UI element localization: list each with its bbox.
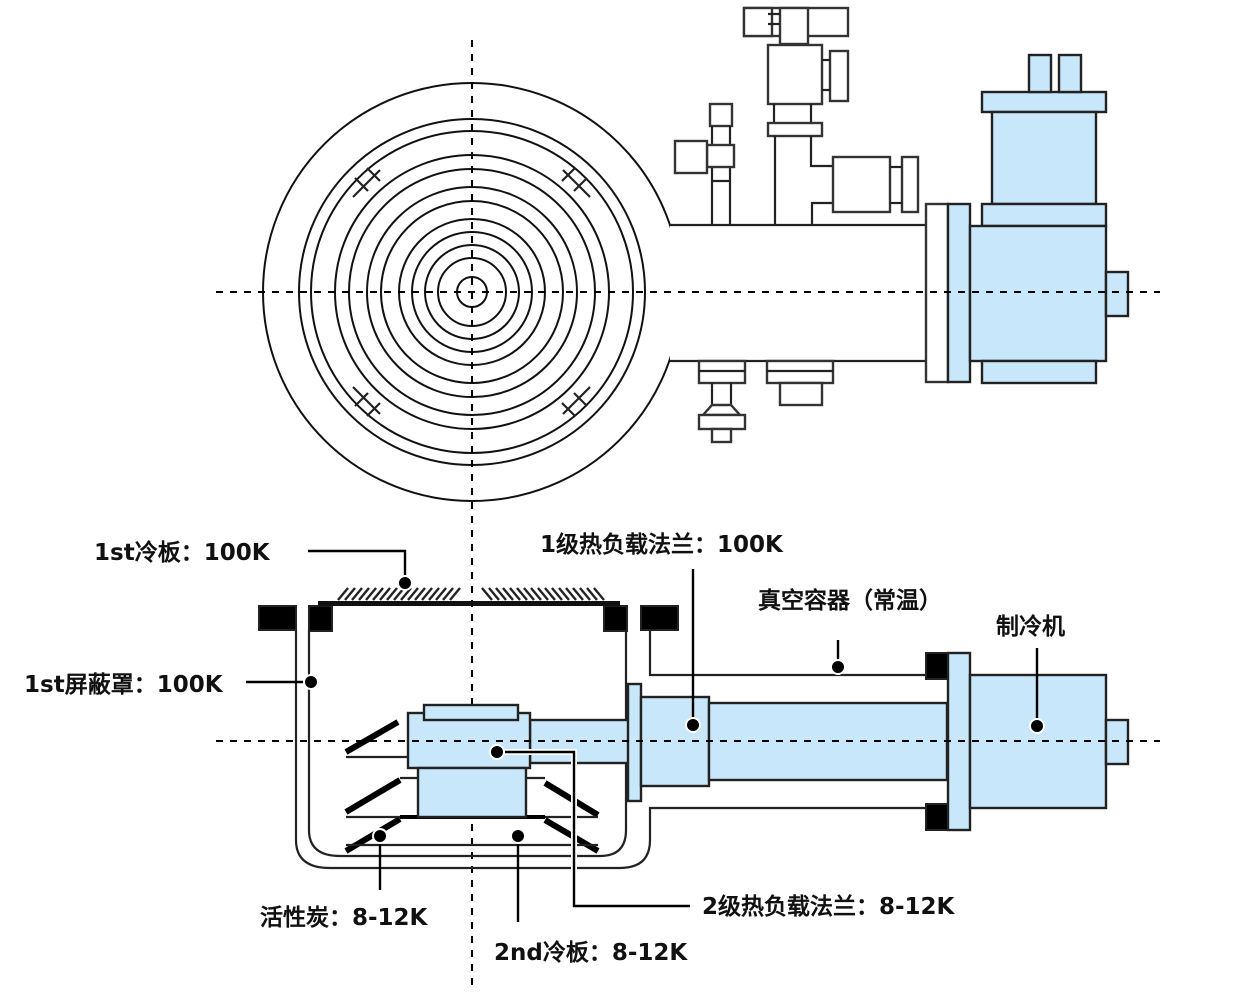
hatch-line xyxy=(523,587,535,601)
hatch-line xyxy=(502,587,514,601)
valve-bottom-left xyxy=(697,359,747,444)
first-shield-wall xyxy=(307,630,628,858)
vacuum-vessel-wall xyxy=(294,630,926,870)
hatch-line xyxy=(379,587,391,601)
hatch-line xyxy=(442,587,454,601)
hatch-line xyxy=(358,587,370,601)
hatch-line xyxy=(435,587,447,601)
hatch-line xyxy=(516,587,528,601)
hatch-line xyxy=(572,587,584,601)
section-view xyxy=(216,587,1160,870)
marker-activated-carbon xyxy=(372,828,388,844)
hatch-line xyxy=(337,587,349,601)
hatch-line xyxy=(449,587,461,601)
marker-vacuum-vessel xyxy=(830,659,846,675)
valve-right xyxy=(831,155,920,214)
hatch-line xyxy=(530,587,542,601)
hatch-line xyxy=(544,587,556,601)
hatch-line xyxy=(344,587,356,601)
marker-first-stage-flange xyxy=(685,717,701,733)
marker-first-cold-plate xyxy=(397,575,413,591)
hatch-line xyxy=(495,587,507,601)
hatch-line xyxy=(421,587,433,601)
marker-second-stage-flange xyxy=(489,744,505,760)
hatch-line xyxy=(509,587,521,601)
marker-refrigerator xyxy=(1029,718,1045,734)
hatch-line xyxy=(414,587,426,601)
label-first-shield: 1st屏蔽罩：100K xyxy=(24,672,224,698)
ring-spacers xyxy=(352,167,591,417)
hatch-line xyxy=(558,587,570,601)
label-activated-carbon: 活性炭：8-12K xyxy=(260,905,429,931)
label-first-stage-flange: 1级热负载法兰：100K xyxy=(540,531,784,558)
hatch-line xyxy=(407,587,419,601)
leader-first-cold-plate xyxy=(308,549,407,583)
label-refrigerator: 制冷机 xyxy=(996,613,1065,640)
leader-lines xyxy=(246,549,1045,922)
valve-bottom-right xyxy=(765,359,835,407)
cold-head-top-view xyxy=(924,53,1130,385)
marker-second-cold-plate xyxy=(510,828,526,844)
valve-solenoid xyxy=(742,6,850,225)
hatch-line xyxy=(372,587,384,601)
top-view xyxy=(216,6,1160,502)
label-second-cold-plate: 2nd冷板：8-12K xyxy=(494,939,688,966)
hatch-line xyxy=(481,587,493,601)
label-first-cold-plate: 1st冷板：100K xyxy=(94,539,271,566)
label-second-stage-flange: 2级热负载法兰：8-12K xyxy=(702,893,956,920)
hatch-line xyxy=(488,587,500,601)
hatch-line xyxy=(386,587,398,601)
hatch-line xyxy=(586,587,598,601)
first-cold-plate-hatching xyxy=(337,587,605,601)
hatch-line xyxy=(593,587,605,601)
label-vacuum-vessel: 真空容器（常温） xyxy=(758,587,942,614)
hatch-line xyxy=(428,587,440,601)
hatch-line xyxy=(400,587,412,601)
labels: 1st冷板：100K 1st屏蔽罩：100K 1级热负载法兰：100K 真空容器… xyxy=(24,531,1065,966)
valve-left-small xyxy=(673,102,736,225)
hatch-line xyxy=(365,587,377,601)
hatch-line xyxy=(579,587,591,601)
hatch-line xyxy=(537,587,549,601)
hatch-line xyxy=(351,587,363,601)
hatch-line xyxy=(565,587,577,601)
marker-first-shield xyxy=(303,674,319,690)
hatch-line xyxy=(551,587,563,601)
